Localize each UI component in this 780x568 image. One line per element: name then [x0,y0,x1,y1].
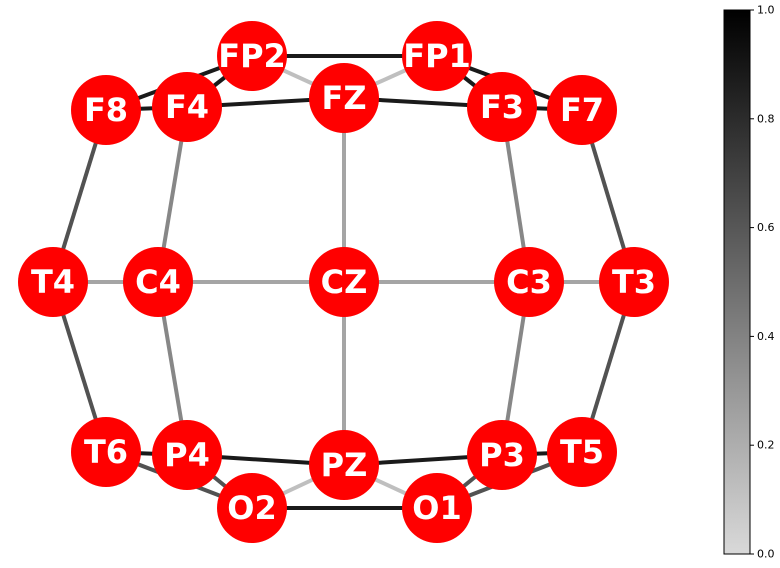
node-circle [152,420,222,490]
node-label: F4 [165,88,209,126]
node-t3: T3 [599,247,669,317]
colorbar-gradient [723,9,751,555]
colorbar-tick-label: 0.2 [757,439,775,452]
node-label: T5 [560,433,604,471]
node-label: FZ [321,79,366,117]
colorbar-ticks: 0.0 0.2 0.4 0.6 0.8 1.0 [750,4,775,561]
node-label: T3 [612,263,656,301]
node-c4: C4 [123,247,193,317]
node-fp2: FP2 [217,21,287,91]
node-f8: F8 [71,75,141,145]
node-label: O1 [412,489,461,527]
node-label: O2 [227,489,276,527]
node-circle [547,75,617,145]
node-f4: F4 [152,72,222,142]
node-label: P3 [479,436,525,474]
node-f7: F7 [547,75,617,145]
colorbar-tick-label: 0.4 [757,330,775,343]
node-label: FP2 [218,37,286,75]
node-label: F3 [480,88,524,126]
node-label: F7 [560,91,604,129]
node-t5: T5 [547,417,617,487]
node-fz: FZ [309,63,379,133]
node-f3: F3 [467,72,537,142]
node-circle [494,247,564,317]
node-label: CZ [321,263,368,301]
node-circle [547,417,617,487]
node-circle [152,72,222,142]
node-circle [217,21,287,91]
colorbar-tick-label: 0.8 [757,112,775,125]
node-circle [309,430,379,500]
node-circle [402,473,472,543]
node-circle [71,75,141,145]
node-o2: O2 [217,473,287,543]
colorbar-tick-label: 0.0 [757,548,775,561]
colorbar-tick-label: 0.6 [757,221,775,234]
node-c3: C3 [494,247,564,317]
node-label: F8 [84,91,128,129]
node-fp1: FP1 [402,21,472,91]
node-label: P4 [164,436,210,474]
node-p3: P3 [467,420,537,490]
node-label: PZ [321,446,368,484]
colorbar: 0.0 0.2 0.4 0.6 0.8 1.0 [723,4,775,561]
colorbar-tick-label: 1.0 [757,4,775,17]
node-circle [71,417,141,487]
node-label: T6 [84,433,128,471]
node-t6: T6 [71,417,141,487]
node-t4: T4 [18,247,88,317]
node-pz: PZ [309,430,379,500]
node-o1: O1 [402,473,472,543]
node-circle [467,420,537,490]
node-circle [599,247,669,317]
node-label: FP1 [403,37,471,75]
node-label: C4 [135,263,181,301]
node-circle [217,473,287,543]
node-circle [123,247,193,317]
node-circle [467,72,537,142]
node-label: T4 [31,263,75,301]
node-circle [402,21,472,91]
node-label: C3 [506,263,552,301]
node-p4: P4 [152,420,222,490]
node-cz: CZ [309,247,379,317]
node-circle [309,247,379,317]
node-circle [309,63,379,133]
node-circle [18,247,88,317]
